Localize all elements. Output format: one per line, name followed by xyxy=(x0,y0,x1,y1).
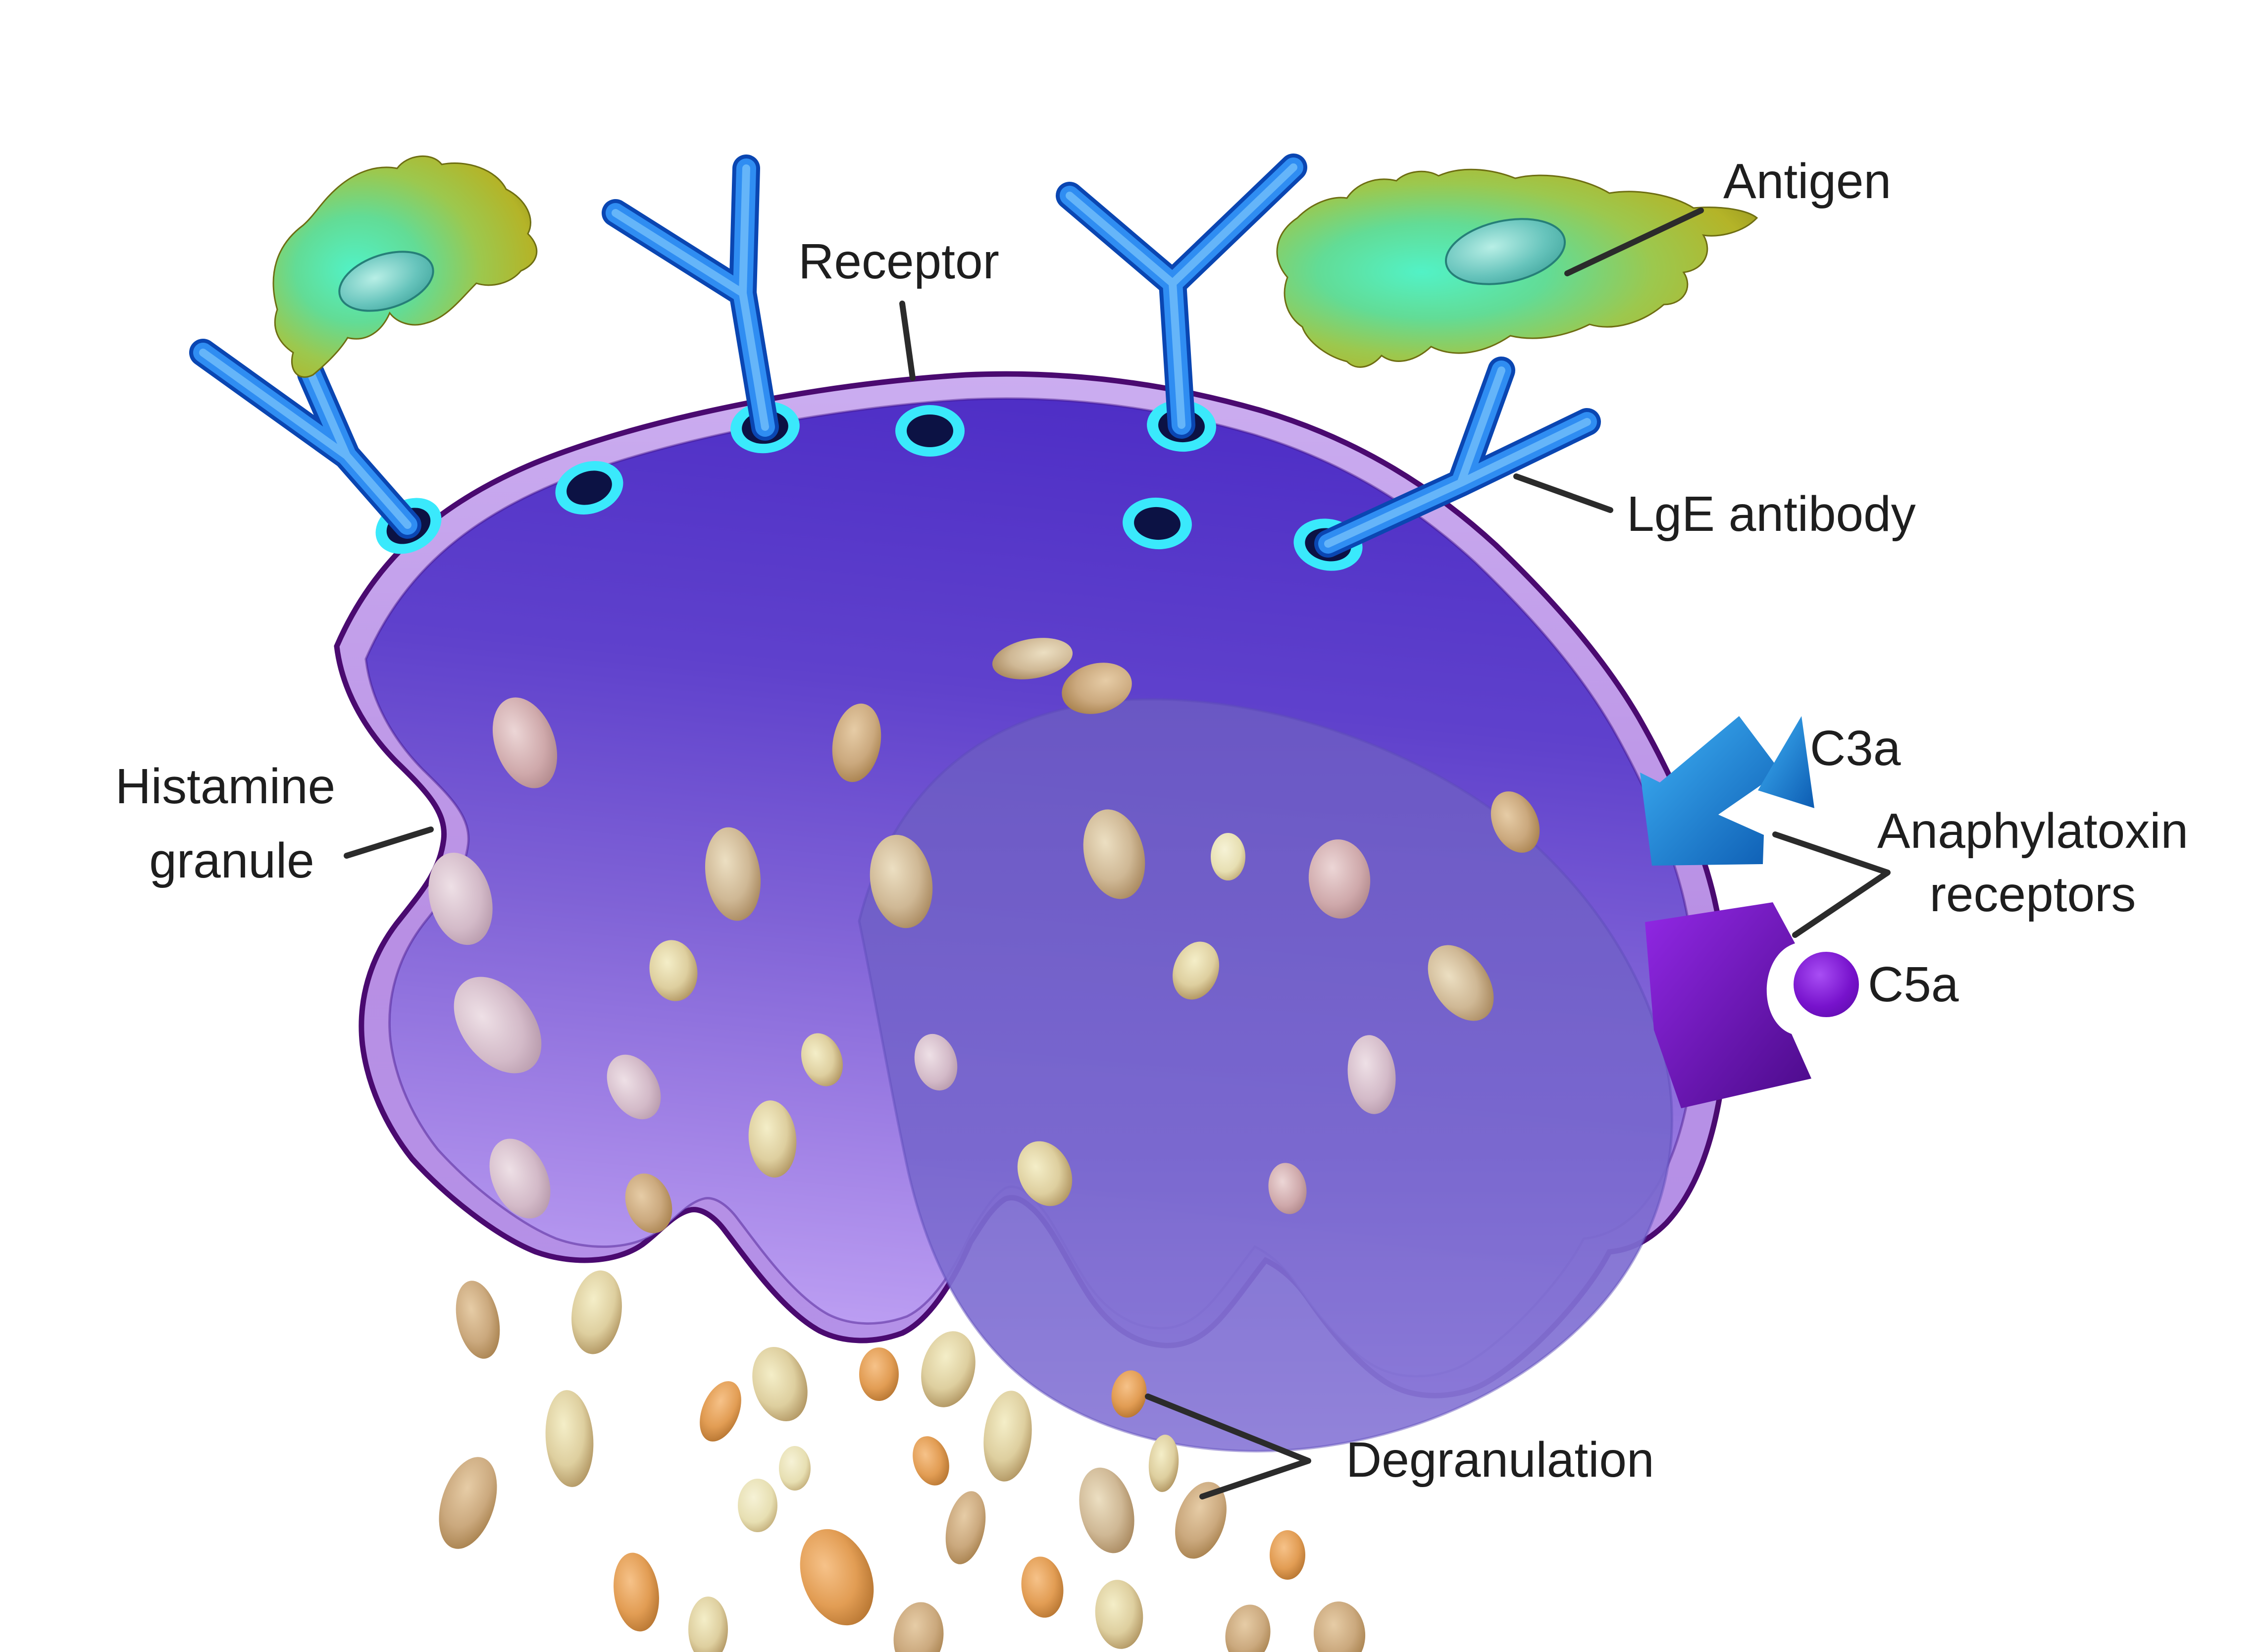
histamine-granule xyxy=(1491,791,1540,853)
released-granule xyxy=(439,1457,497,1549)
histamine-granule xyxy=(748,1100,797,1178)
c3a-molecule xyxy=(1758,716,1814,808)
label-receptor: Receptor xyxy=(798,234,999,289)
histamine-granule xyxy=(914,1033,958,1091)
pointer-line-receptor xyxy=(899,301,916,381)
ige-antibody xyxy=(1056,154,1307,439)
ige-antibody xyxy=(602,155,779,441)
cell-inner-region xyxy=(858,698,1673,1453)
released-granule xyxy=(545,1390,594,1487)
released-granule xyxy=(859,1347,899,1401)
anaphylatoxin-receptor-group xyxy=(1640,716,1859,1108)
released-granules-middle xyxy=(945,1370,1366,1652)
ige-antibody xyxy=(1314,357,1601,558)
histamine-granule xyxy=(1211,833,1245,880)
label-lge-antibody: LgE antibody xyxy=(1627,486,1916,542)
released-granule xyxy=(983,1391,1032,1482)
histamine-granule xyxy=(1083,809,1145,899)
released-granule xyxy=(1079,1467,1134,1553)
histamine-granule xyxy=(454,977,542,1074)
label-histamine-line1: Histamine xyxy=(115,759,336,814)
released-granule xyxy=(945,1491,986,1564)
pointer-line-histamine-granule xyxy=(344,826,434,859)
histamine-granule xyxy=(705,827,761,921)
released-granule xyxy=(1095,1580,1143,1649)
histamine-granule xyxy=(1017,1141,1073,1206)
released-granule xyxy=(456,1281,500,1359)
released-granule xyxy=(1225,1604,1271,1652)
released-granule xyxy=(614,1552,659,1632)
label-anaphylatoxin-line2: receptors xyxy=(1930,867,2136,922)
pointer-line-anaphylatoxin xyxy=(1772,831,1891,938)
label-degranulation: Degranulation xyxy=(1346,1432,1654,1488)
released-granule xyxy=(1270,1530,1305,1580)
released-granule xyxy=(800,1529,874,1626)
released-granule xyxy=(1148,1435,1179,1492)
receptor-site xyxy=(895,405,965,457)
histamine-granule xyxy=(1428,945,1494,1021)
label-histamine-line2: granule xyxy=(149,833,314,888)
released-granule xyxy=(1021,1556,1064,1618)
released-granules-left xyxy=(439,1270,976,1652)
released-granule xyxy=(1313,1601,1366,1652)
histamine-granule xyxy=(992,638,1073,679)
histamine-granules-inside xyxy=(428,638,1540,1234)
histamine-granule xyxy=(1062,663,1132,714)
label-c3a: C3a xyxy=(1810,721,1901,776)
released-granule xyxy=(700,1381,741,1442)
c5a-receptor xyxy=(1645,902,1811,1108)
pointer-line-antigen xyxy=(1564,207,1704,276)
released-granule xyxy=(1111,1370,1147,1418)
released-granule xyxy=(738,1479,777,1532)
c5a-molecule xyxy=(1794,952,1859,1017)
histamine-granule xyxy=(1172,941,1220,1000)
histamine-granule xyxy=(832,703,881,782)
receptor-site xyxy=(1123,497,1192,550)
antigen-cells xyxy=(272,155,1758,378)
antigen-nucleus xyxy=(1444,218,1566,285)
antigen-nucleus xyxy=(338,251,434,312)
c3a-receptor xyxy=(1640,716,1781,866)
ige-antibodies xyxy=(189,154,1601,558)
histamine-granule xyxy=(492,697,558,788)
histamine-granule xyxy=(607,1054,661,1120)
histamine-granule xyxy=(428,852,493,945)
released-granule xyxy=(921,1331,976,1407)
histamine-granule xyxy=(1308,839,1371,919)
pointer-line-lge-antibody xyxy=(1513,473,1613,513)
histamine-granule xyxy=(870,834,933,929)
label-c5a: C5a xyxy=(1868,957,1959,1012)
ige-antibody xyxy=(189,339,421,539)
released-granule xyxy=(688,1597,728,1652)
label-anaphylatoxin-line1: Anaphylatoxin xyxy=(1877,803,2188,859)
histamine-granule xyxy=(625,1173,672,1234)
released-granule xyxy=(893,1602,944,1652)
released-granule xyxy=(571,1270,622,1354)
pointer-line-degranulation xyxy=(1145,1394,1311,1499)
released-granule xyxy=(1175,1482,1227,1559)
label-antigen: Antigen xyxy=(1723,154,1891,209)
released-granule xyxy=(752,1346,808,1422)
histamine-granule xyxy=(1347,1035,1396,1114)
histamine-granule xyxy=(489,1138,551,1219)
histamine-granule xyxy=(1268,1163,1307,1214)
histamine-granule xyxy=(649,940,698,1001)
released-granule xyxy=(913,1436,949,1486)
released-granule xyxy=(779,1446,811,1491)
receptor-site xyxy=(555,461,623,515)
histamine-granule xyxy=(801,1033,843,1086)
